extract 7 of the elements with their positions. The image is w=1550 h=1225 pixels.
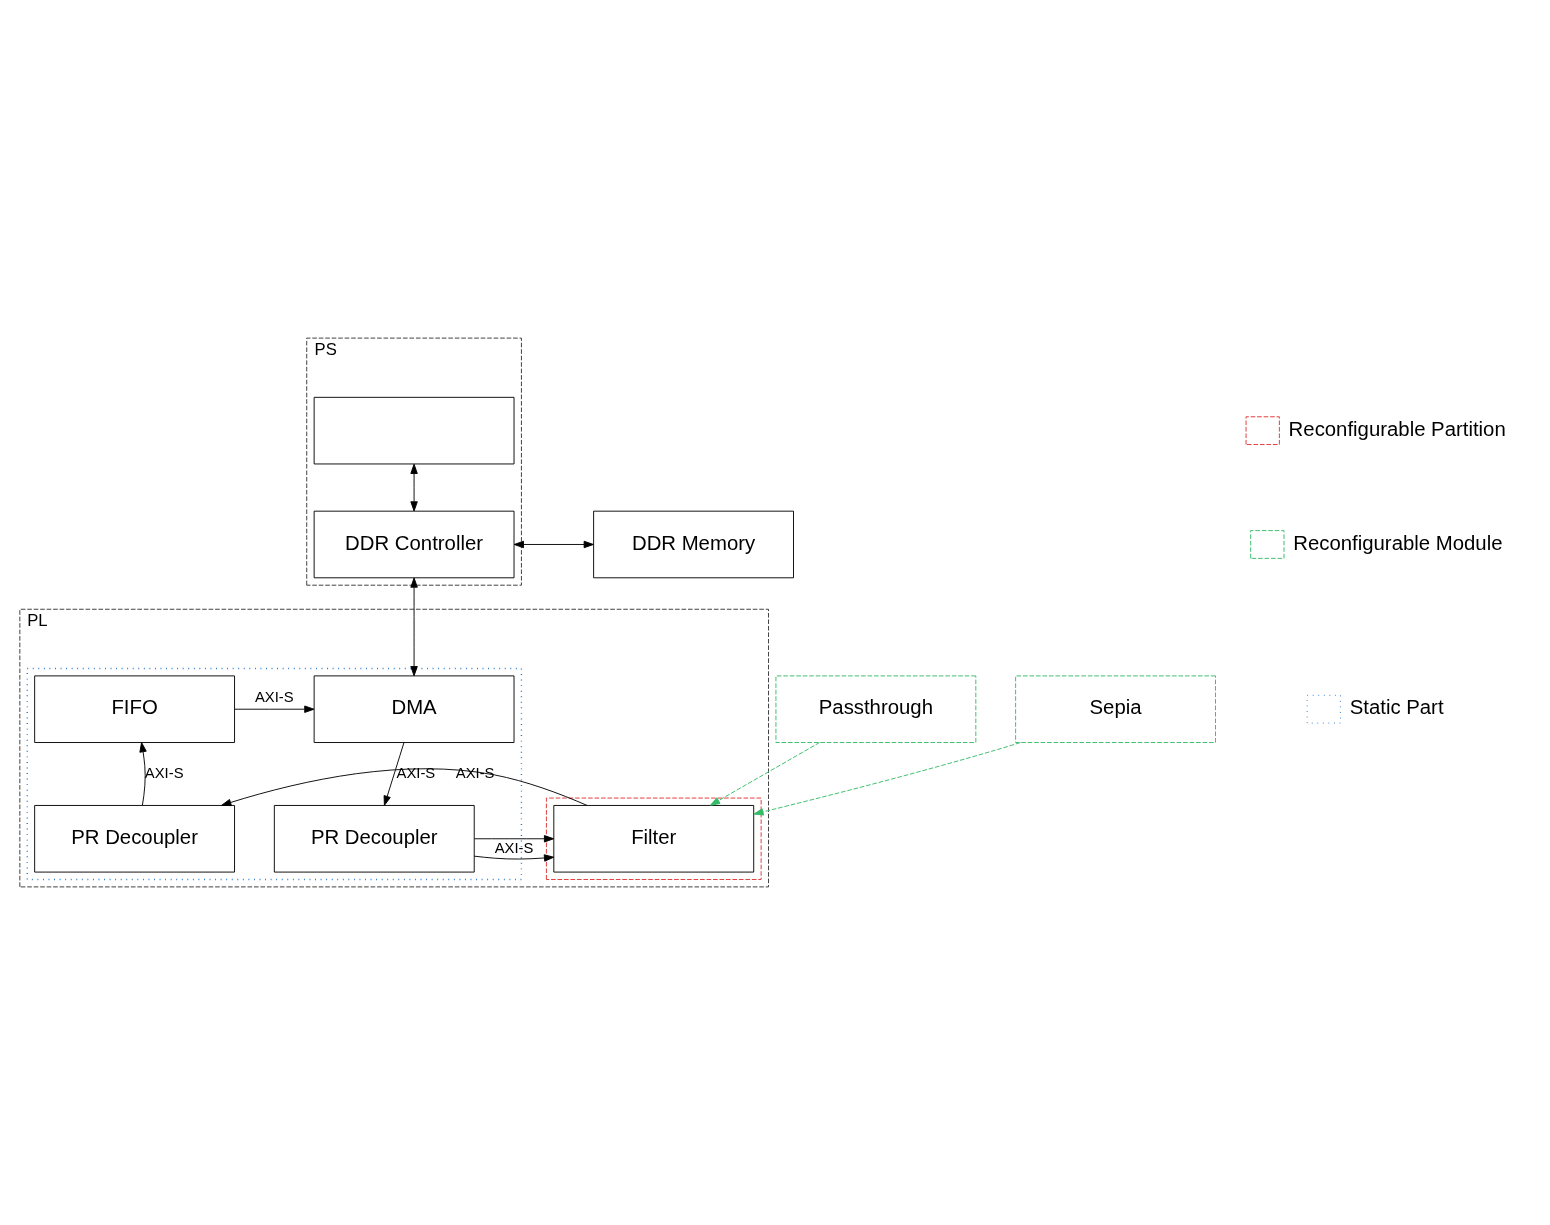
legend-label: Reconfigurable Module — [1293, 531, 1503, 554]
legend-label: Static Part — [1349, 696, 1444, 719]
legend-label: Reconfigurable Partition — [1288, 417, 1506, 440]
edge-label: AXI-S — [144, 764, 184, 781]
edge-label: AXI-S — [255, 688, 294, 705]
edge-label: AXI-S — [494, 840, 534, 857]
edge-label: AXI-S — [396, 764, 436, 781]
